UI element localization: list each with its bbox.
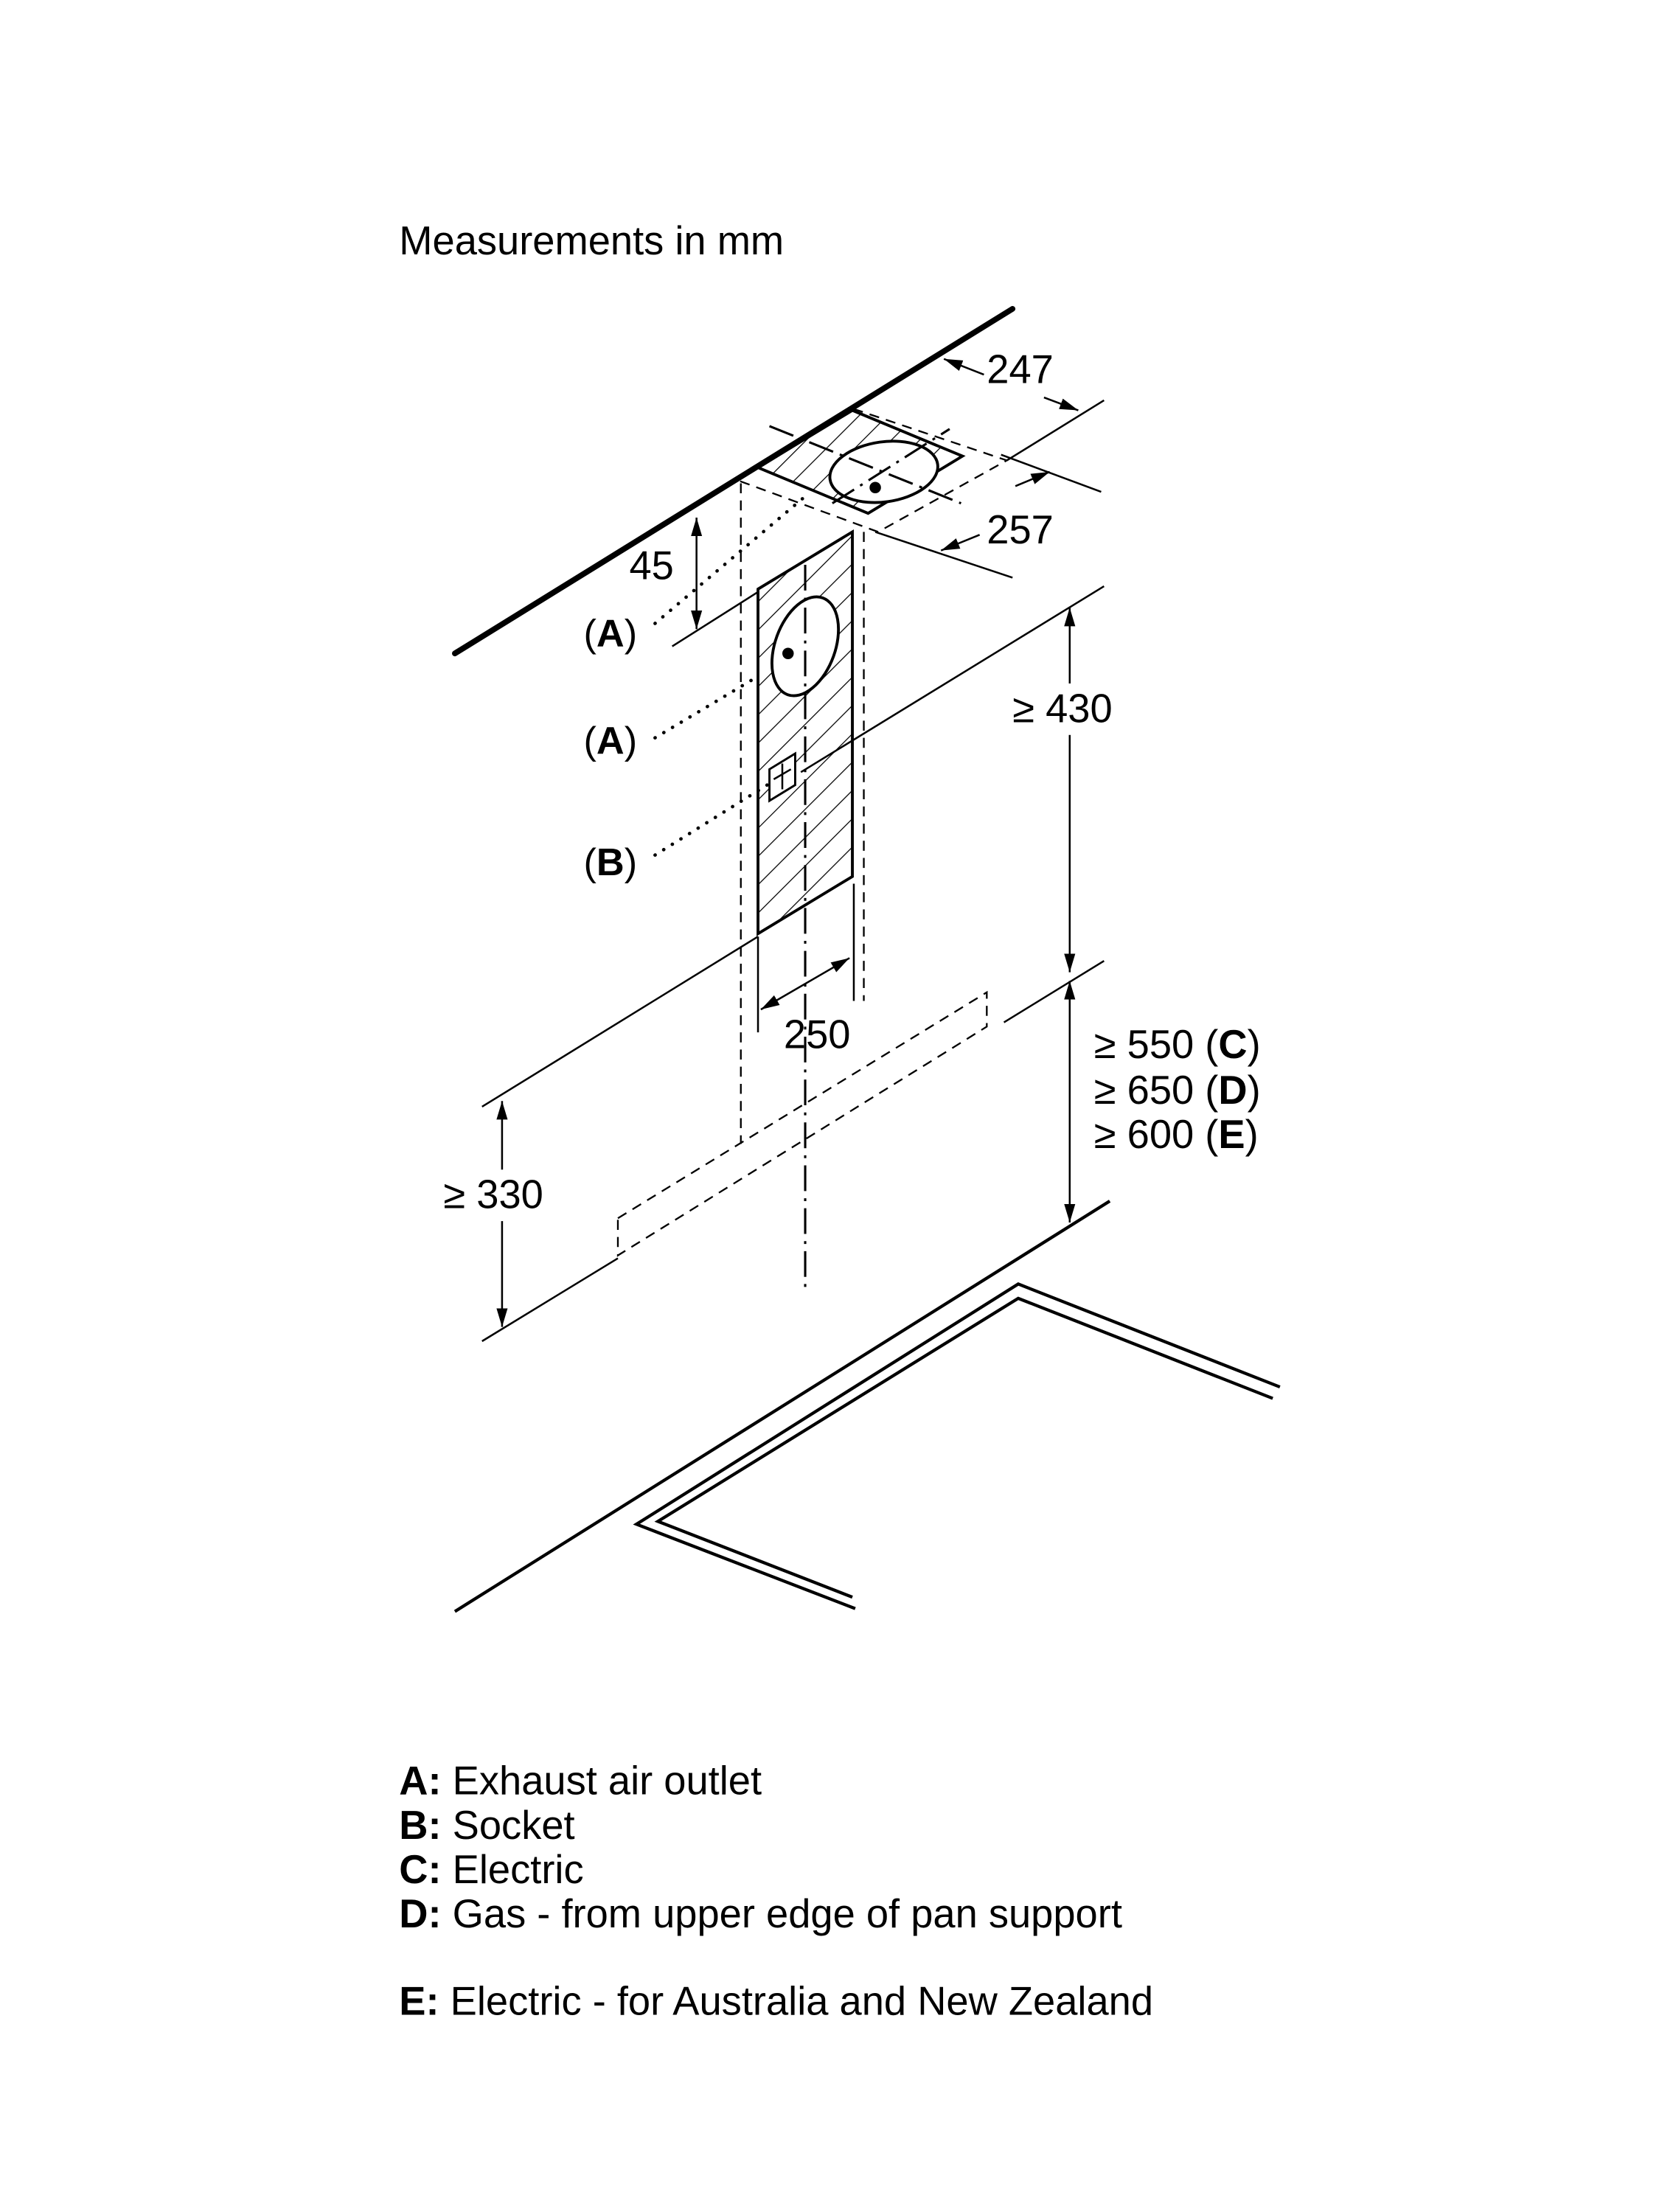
dim-250-arrow bbox=[760, 957, 850, 1011]
legend-item: B: Socket bbox=[399, 1803, 574, 1848]
ceiling-outlet-center bbox=[869, 481, 881, 494]
legend-item: C: Electric bbox=[399, 1847, 583, 1892]
callout-b-socket: (B) bbox=[583, 841, 637, 884]
clearance-gas: ≥ 650 (D) bbox=[1094, 1068, 1261, 1113]
dim-257-arrow-b bbox=[940, 534, 981, 552]
dim-250-label: 250 bbox=[784, 1012, 851, 1057]
page-title: Measurements in mm bbox=[399, 218, 784, 263]
wall-outlet-hole bbox=[770, 595, 841, 698]
dim-257-arrow-a bbox=[1015, 470, 1051, 487]
dim-430-label: ≥ 430 bbox=[1012, 686, 1112, 731]
legend-item: A: Exhaust air outlet bbox=[399, 1759, 762, 1804]
worktop-edge bbox=[453, 1200, 1111, 1613]
dim-45-label: 45 bbox=[630, 543, 674, 588]
legend-item: E: Electric - for Australia and New Zeal… bbox=[399, 1978, 1153, 2023]
clearance-electric: ≥ 550 (C) bbox=[1094, 1022, 1261, 1067]
clearance-au-nz: ≥ 600 (E) bbox=[1094, 1112, 1259, 1157]
dim-247-label: 247 bbox=[987, 347, 1054, 392]
legend: A: Exhaust air outlet B: Socket C: Elect… bbox=[399, 1759, 1153, 2024]
callout-a-ceiling: (A) bbox=[583, 613, 637, 655]
socket-icon bbox=[768, 751, 796, 803]
dim-257-label: 257 bbox=[987, 507, 1054, 552]
legend-item: D: Gas - from upper edge of pan support bbox=[399, 1891, 1122, 1936]
dim-247-arrow-b bbox=[1043, 396, 1079, 411]
hob-frame-outer bbox=[633, 1282, 1281, 1610]
dim-247-arrow-a bbox=[943, 358, 984, 376]
callout-a-wall: (A) bbox=[583, 720, 637, 762]
hob-frame-inner bbox=[654, 1296, 1273, 1599]
hood-outline bbox=[616, 990, 988, 1257]
dim-330-label: ≥ 330 bbox=[443, 1172, 543, 1217]
wall-ceiling-edge bbox=[452, 305, 1016, 657]
